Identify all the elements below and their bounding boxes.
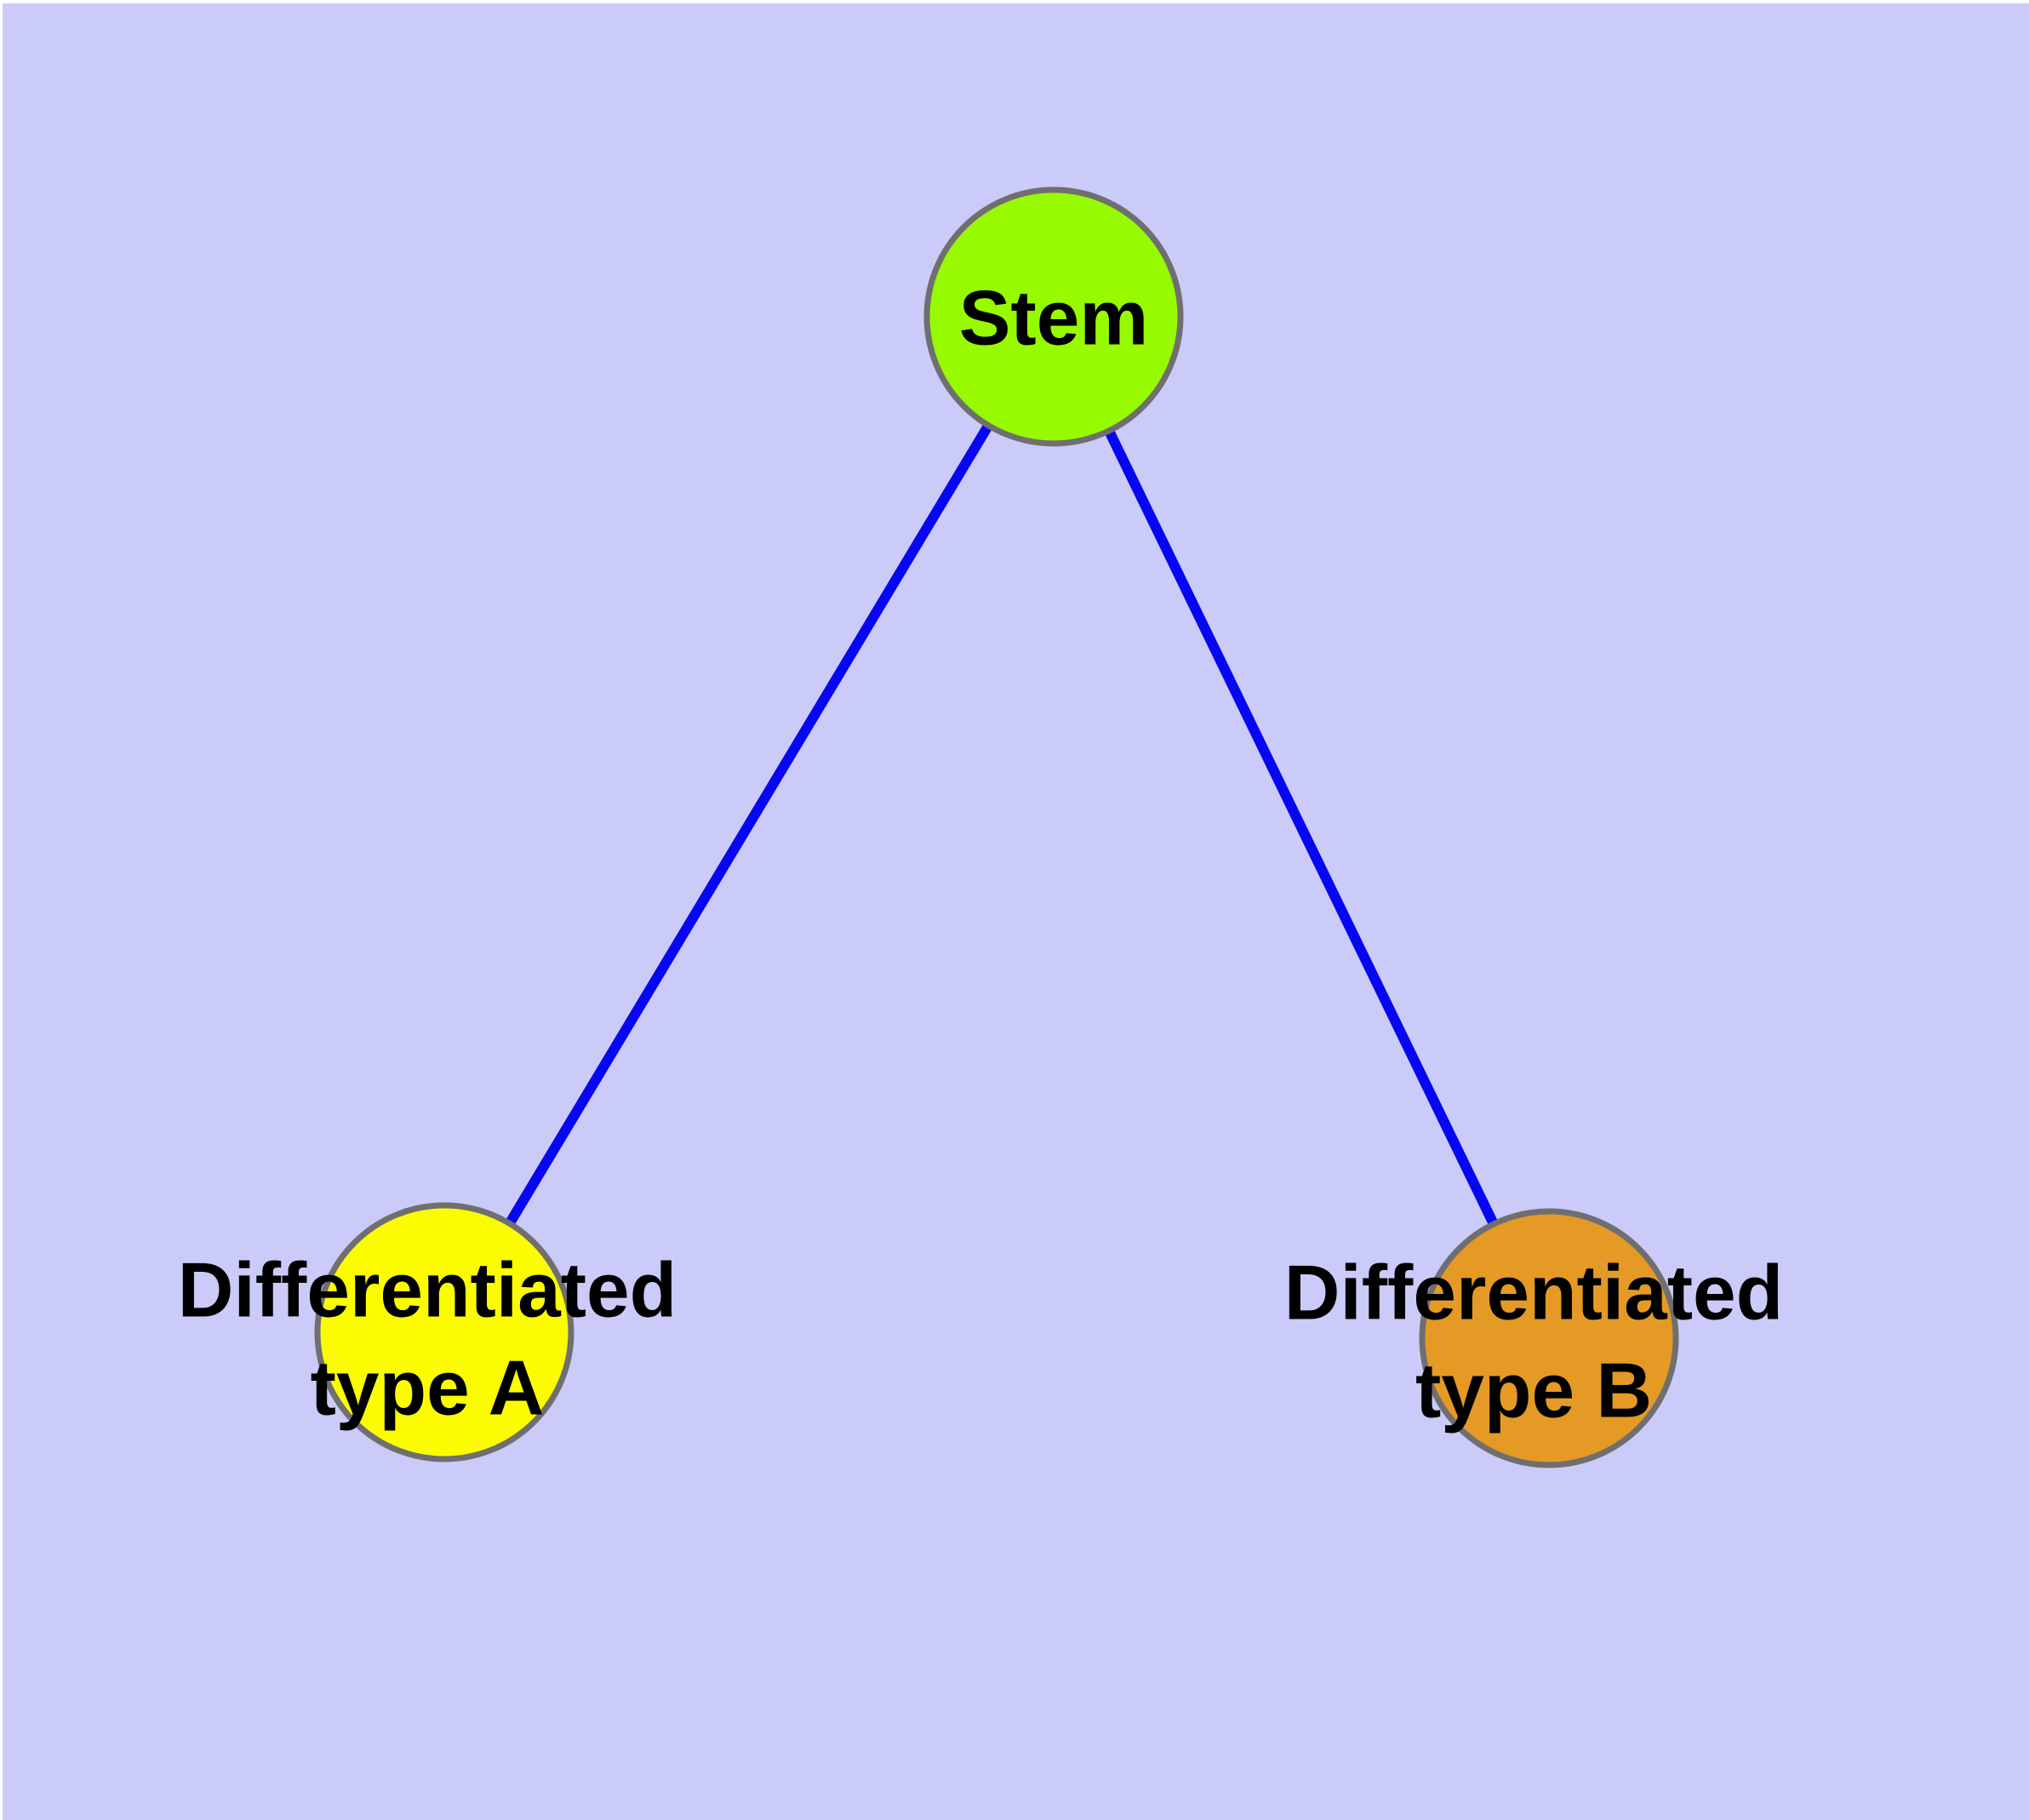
edge-stem-to-type-b — [1049, 314, 1554, 1341]
node-stem-circle — [923, 186, 1184, 447]
node-stem: Stem — [923, 186, 1184, 447]
node-differentiated-type-a: Differentiated type A — [178, 1202, 677, 1462]
node-differentiated-type-a-circle — [314, 1202, 574, 1462]
node-differentiated-type-a-label-line1: Differentiated — [178, 1248, 677, 1334]
node-differentiated-type-b-circle — [1419, 1208, 1679, 1468]
edge-stem-to-type-a — [439, 313, 1059, 1336]
node-differentiated-type-b-label-line1: Differentiated — [1284, 1251, 1784, 1336]
node-differentiated-type-b-label-line2: type B — [1415, 1348, 1652, 1434]
node-differentiated-type-a-label-line2: type A — [311, 1346, 545, 1432]
node-stem-label: Stem — [959, 276, 1149, 362]
node-differentiated-type-b: Differentiated type B — [1284, 1208, 1784, 1468]
